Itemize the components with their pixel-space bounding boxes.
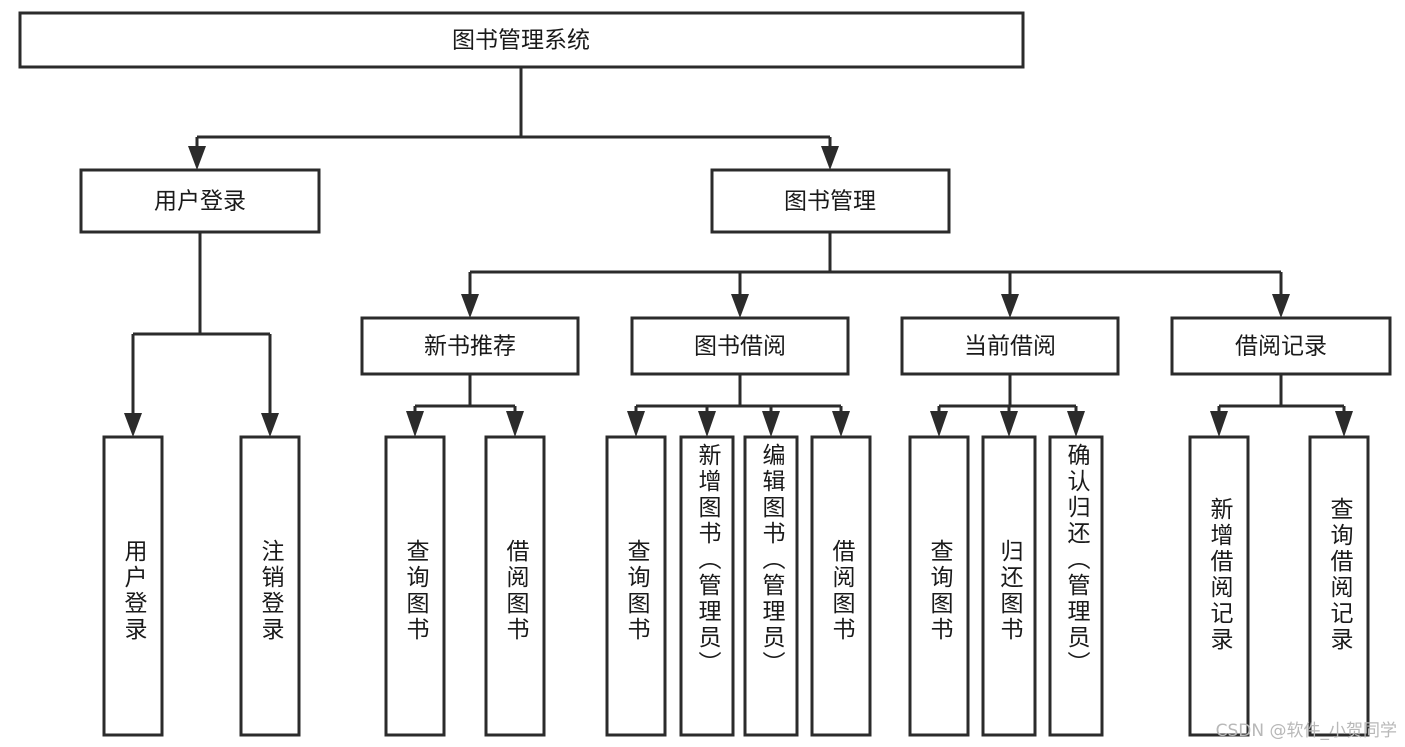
node-leaf-borrow-book-2-label: 借阅图书: [828, 539, 856, 643]
node-leaf-add-book-label: 新增图书（管理员）: [694, 443, 722, 677]
node-leaf-user-logout-box[interactable]: [239, 435, 301, 737]
node-leaf-edit-book-box[interactable]: [743, 435, 799, 737]
node-leaf-query-record[interactable]: 查询借阅记录: [1308, 435, 1370, 737]
node-leaf-edit-book-label: 编辑图书（管理员）: [758, 443, 786, 677]
arrow-head-icon: [506, 411, 524, 437]
node-user-login[interactable]: 用户登录: [79, 168, 321, 234]
node-book-manage[interactable]: 图书管理: [710, 168, 951, 234]
node-leaf-confirm-return-box[interactable]: [1048, 435, 1104, 737]
node-book-borrow[interactable]: 图书借阅: [630, 316, 850, 376]
node-leaf-query-book-3[interactable]: 查询图书: [908, 435, 970, 737]
node-leaf-query-book-1[interactable]: 查询图书: [384, 435, 446, 737]
node-borrow-record-box[interactable]: [1170, 316, 1392, 376]
node-leaf-add-book-box[interactable]: [679, 435, 735, 737]
connector-userlogin-to-leaves: [124, 232, 279, 437]
node-leaf-query-book-3-label: 查询图书: [926, 539, 954, 643]
arrow-head-icon: [698, 411, 716, 437]
arrow-head-icon: [821, 146, 839, 170]
connector-bookmanage-to-level2: [461, 232, 1290, 318]
arrow-head-icon: [1335, 411, 1353, 437]
node-leaf-borrow-book-1-label: 借阅图书: [502, 539, 530, 643]
node-book-manage-label: 图书管理: [784, 189, 876, 215]
node-root[interactable]: 图书管理系统: [18, 11, 1025, 69]
arrow-head-icon: [1000, 411, 1018, 437]
node-leaf-query-record-label: 查询借阅记录: [1326, 497, 1354, 653]
arrow-head-icon: [1210, 411, 1228, 437]
node-new-book-recommend-label: 新书推荐: [424, 334, 516, 360]
connector-bookborrow-to-leaves: [627, 374, 850, 437]
node-leaf-user-login-box[interactable]: [102, 435, 164, 737]
node-leaf-user-logout-label: 注销登录: [257, 539, 285, 643]
arrow-head-icon: [832, 411, 850, 437]
node-leaf-user-login[interactable]: 用户登录: [102, 435, 164, 737]
connector-newbook-to-leaves: [406, 374, 524, 437]
connector-currentborrow-to-leaves: [930, 374, 1085, 437]
node-borrow-record-label: 借阅记录: [1235, 334, 1327, 360]
node-borrow-record[interactable]: 借阅记录: [1170, 316, 1392, 376]
node-current-borrow-box[interactable]: [900, 316, 1120, 376]
node-leaf-return-book[interactable]: 归还图书: [981, 435, 1037, 737]
arrow-head-icon: [124, 413, 142, 437]
node-leaf-borrow-book-1[interactable]: 借阅图书: [484, 435, 546, 737]
node-leaf-add-book[interactable]: 新增图书（管理员）: [679, 435, 735, 737]
node-leaf-confirm-return[interactable]: 确认归还（管理员）: [1048, 435, 1104, 737]
node-leaf-add-record-box[interactable]: [1188, 435, 1250, 737]
arrow-head-icon: [930, 411, 948, 437]
node-leaf-return-book-box[interactable]: [981, 435, 1037, 737]
arrow-head-icon: [1001, 294, 1019, 318]
arrow-head-icon: [762, 411, 780, 437]
arrow-head-icon: [188, 146, 206, 170]
node-root-box[interactable]: [18, 11, 1025, 69]
node-leaf-add-record[interactable]: 新增借阅记录: [1188, 435, 1250, 737]
node-leaf-borrow-book-2[interactable]: 借阅图书: [810, 435, 872, 737]
arrow-head-icon: [461, 294, 479, 318]
arrow-head-icon: [627, 411, 645, 437]
node-leaf-query-book-1-label: 查询图书: [402, 539, 430, 643]
node-leaf-query-book-3-box[interactable]: [908, 435, 970, 737]
node-leaf-query-book-1-box[interactable]: [384, 435, 446, 737]
node-new-book-recommend-box[interactable]: [360, 316, 580, 376]
node-user-login-label: 用户登录: [154, 189, 246, 215]
node-leaf-edit-book[interactable]: 编辑图书（管理员）: [743, 435, 799, 737]
node-leaf-add-record-label: 新增借阅记录: [1206, 497, 1234, 653]
arrow-head-icon: [731, 294, 749, 318]
node-leaf-query-book-2-box[interactable]: [605, 435, 667, 737]
node-book-borrow-box[interactable]: [630, 316, 850, 376]
node-leaf-confirm-return-label: 确认归还（管理员）: [1063, 443, 1091, 677]
node-user-login-box[interactable]: [79, 168, 321, 234]
node-new-book-recommend[interactable]: 新书推荐: [360, 316, 580, 376]
node-leaf-user-login-label: 用户登录: [120, 539, 148, 643]
node-current-borrow[interactable]: 当前借阅: [900, 316, 1120, 376]
node-leaf-query-book-2[interactable]: 查询图书: [605, 435, 667, 737]
node-leaf-query-book-2-label: 查询图书: [623, 539, 651, 643]
arrow-head-icon: [1067, 411, 1085, 437]
arrow-head-icon: [406, 411, 424, 437]
node-book-manage-box[interactable]: [710, 168, 951, 234]
node-leaf-borrow-book-1-box[interactable]: [484, 435, 546, 737]
connector-root-to-level1: [188, 67, 839, 170]
node-current-borrow-label: 当前借阅: [964, 334, 1056, 360]
node-root-label: 图书管理系统: [452, 28, 590, 54]
node-leaf-borrow-book-2-box[interactable]: [810, 435, 872, 737]
node-book-borrow-label: 图书借阅: [694, 334, 786, 360]
arrow-head-icon: [261, 413, 279, 437]
node-leaf-user-logout[interactable]: 注销登录: [239, 435, 301, 737]
node-leaf-return-book-label: 归还图书: [996, 539, 1024, 643]
node-leaf-query-record-box[interactable]: [1308, 435, 1370, 737]
connector-borrowrecord-to-leaves: [1210, 374, 1353, 437]
arrow-head-icon: [1272, 294, 1290, 318]
